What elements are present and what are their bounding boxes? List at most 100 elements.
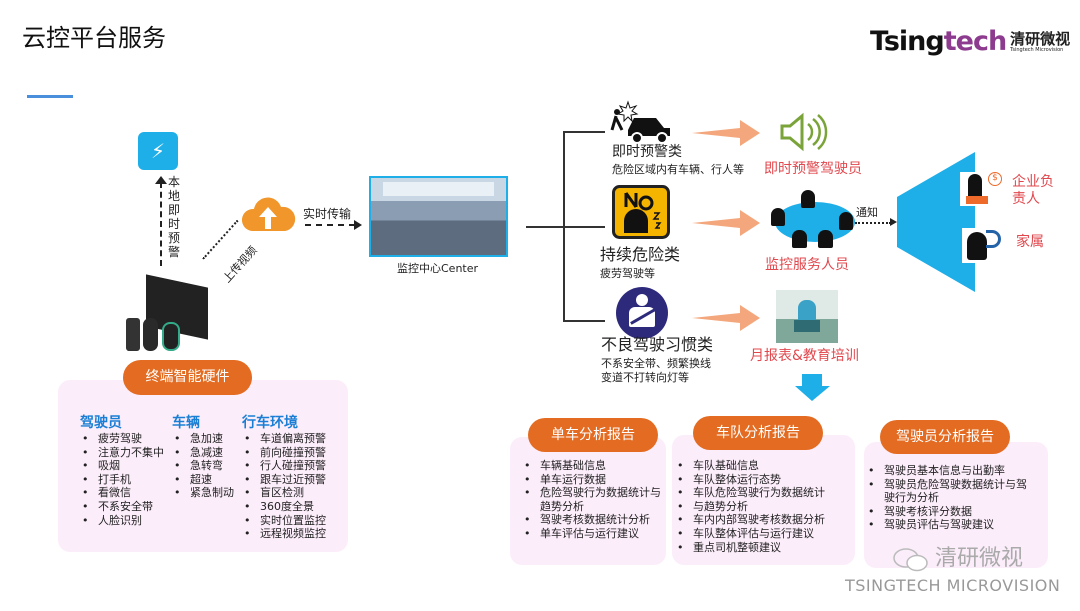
list-item: 跟车过近预警 <box>242 473 326 487</box>
watermark-en: TSINGTECH MICROVISION <box>845 576 1061 595</box>
camera-icon <box>162 322 180 351</box>
center-label: 监控中心Center <box>397 262 479 275</box>
list-item: 重点司机整顿建议 <box>675 541 853 555</box>
no-sleep-icon <box>612 185 670 239</box>
category-desc: 不系安全带、频繁换线 <box>601 357 711 370</box>
list-item: 疲劳驾驶 <box>80 432 164 446</box>
manager-icon: $ <box>960 172 1006 206</box>
environment-list: 车道偏离预警前向碰撞预警行人碰撞预警跟车过近预警盲区检测360度全景实时位置监控… <box>242 432 326 541</box>
camera-icon <box>143 318 158 351</box>
person-icon <box>801 190 815 208</box>
title-underline <box>27 95 73 98</box>
connector-line <box>563 131 605 133</box>
report-pill: 驾驶员分析报告 <box>880 420 1010 454</box>
list-item: 紧急制动 <box>172 486 234 500</box>
column-environment: 行车环境 车道偏离预警前向碰撞预警行人碰撞预警跟车过近预警盲区检测360度全景实… <box>242 415 326 541</box>
report-list: 车队基础信息车队整体运行态势车队危险驾驶行为数据统计与趋势分析车内内部驾驶考核数… <box>675 459 853 554</box>
list-item: 车队基础信息 <box>675 459 853 473</box>
column-head: 车辆 <box>172 415 200 431</box>
list-item: 急加速 <box>172 432 234 446</box>
down-arrow-icon <box>795 374 830 401</box>
seatbelt-icon <box>616 287 668 339</box>
funnel-shape <box>897 152 975 292</box>
list-item: 不系安全带 <box>80 500 164 514</box>
list-item: 驾驶考核评分数据 <box>866 505 1031 519</box>
list-item: 360度全景 <box>242 500 326 514</box>
target-label: 即时预警驾驶员 <box>764 161 862 177</box>
arrow-head-icon <box>890 218 897 226</box>
category-desc: 变道不打转向灯等 <box>601 371 689 384</box>
category-title: 即时预警类 <box>612 144 682 160</box>
orange-arrow-icon <box>692 210 760 236</box>
list-item: 吸烟 <box>80 459 164 473</box>
report-list: 驾驶员基本信息与出勤率驾驶员危险驾驶数据统计与驾驶行为分析驾驶考核评分数据驾驶员… <box>866 464 1031 532</box>
person-icon <box>771 208 785 226</box>
list-item: 盲区检测 <box>242 486 326 500</box>
orange-arrow-icon <box>692 305 760 331</box>
list-item: 驾驶考核数据统计分析 <box>522 513 662 527</box>
connector-line <box>563 226 605 228</box>
report-list: 车辆基础信息单车运行数据危险驾驶行为数据统计与趋势分析驾驶考核数据统计分析单车评… <box>522 459 662 541</box>
list-item: 前向碰撞预警 <box>242 446 326 460</box>
list-item: 行人碰撞预警 <box>242 459 326 473</box>
local-alert-label: 本地即时预警 <box>168 175 181 259</box>
family-phone-icon <box>962 228 1006 263</box>
list-item: 车道偏离预警 <box>242 432 326 446</box>
list-item: 远程视频监控 <box>242 527 326 541</box>
person-icon <box>839 212 853 230</box>
upload-arrow <box>202 219 239 260</box>
column-head: 驾驶员 <box>80 415 122 431</box>
report-pill: 单车分析报告 <box>528 418 658 452</box>
arrow-head-icon <box>354 220 362 230</box>
category-desc: 危险区域内有车辆、行人等 <box>612 163 744 176</box>
list-item: 单车评估与运行建议 <box>522 527 662 541</box>
list-item: 人脸识别 <box>80 514 164 528</box>
list-item: 驾驶员评估与驾驶建议 <box>866 518 1031 532</box>
logo-wordmark: Tsingtech <box>870 26 1007 57</box>
connector-line <box>563 320 605 322</box>
hardware-pill: 终端智能硬件 <box>123 360 252 395</box>
category-title: 持续危险类 <box>600 245 681 264</box>
list-item: 打手机 <box>80 473 164 487</box>
cloud-upload-icon <box>241 197 296 231</box>
person-icon <box>818 230 833 248</box>
list-item: 车辆基础信息 <box>522 459 662 473</box>
alarm-light-icon: ⚡ <box>138 132 178 170</box>
person-icon <box>792 230 807 248</box>
list-item: 车队整体评估与运行建议 <box>675 527 853 541</box>
notify-arrow <box>855 222 891 224</box>
camera-icon <box>126 318 140 351</box>
list-item: 车队危险驾驶行为数据统计 <box>675 486 853 500</box>
training-image <box>776 290 838 343</box>
list-item: 驾驶员基本信息与出勤率 <box>866 464 1031 478</box>
orange-arrow-icon <box>692 120 760 146</box>
list-item: 车队整体运行态势 <box>675 473 853 487</box>
list-item: 急转弯 <box>172 459 234 473</box>
wechat-icon <box>893 548 928 572</box>
car-crash-icon <box>610 100 670 144</box>
watermark-cn: 清研微视 <box>935 546 1024 571</box>
arrow-head-icon <box>155 176 167 184</box>
realtime-label: 实时传输 <box>303 207 352 221</box>
category-title: 不良驾驶习惯类 <box>601 335 714 354</box>
column-driver: 驾驶员 疲劳驾驶注意力不集中吸烟打手机看微信不系安全带人脸识别 <box>80 415 164 527</box>
list-item: 超速 <box>172 473 234 487</box>
column-vehicle: 车辆 急加速急减速急转弯超速紧急制动 <box>172 415 234 500</box>
category-desc: 疲劳驾驶等 <box>600 267 655 280</box>
target-label: 月报表&教育培训 <box>750 348 859 364</box>
vehicle-list: 急加速急减速急转弯超速紧急制动 <box>172 432 234 500</box>
logo: Tsingtech 清研微视 Tsingtech Microvision <box>870 26 1071 57</box>
connector-line <box>526 226 563 228</box>
driver-list: 疲劳驾驶注意力不集中吸烟打手机看微信不系安全带人脸识别 <box>80 432 164 527</box>
recipient-label: 家属 <box>1016 234 1044 250</box>
report-pill: 车队分析报告 <box>693 416 823 450</box>
list-item: 看微信 <box>80 486 164 500</box>
notify-label: 通知 <box>856 206 878 219</box>
list-item: 驾驶员危险驾驶数据统计与驾驶行为分析 <box>866 478 1031 505</box>
upload-label: 上传视频 <box>220 243 260 286</box>
local-alert-arrow <box>160 182 162 266</box>
realtime-arrow <box>305 224 355 226</box>
target-label: 监控服务人员 <box>765 257 849 273</box>
list-item: 注意力不集中 <box>80 446 164 460</box>
recipient-label: 企业负责人 <box>1012 174 1054 207</box>
